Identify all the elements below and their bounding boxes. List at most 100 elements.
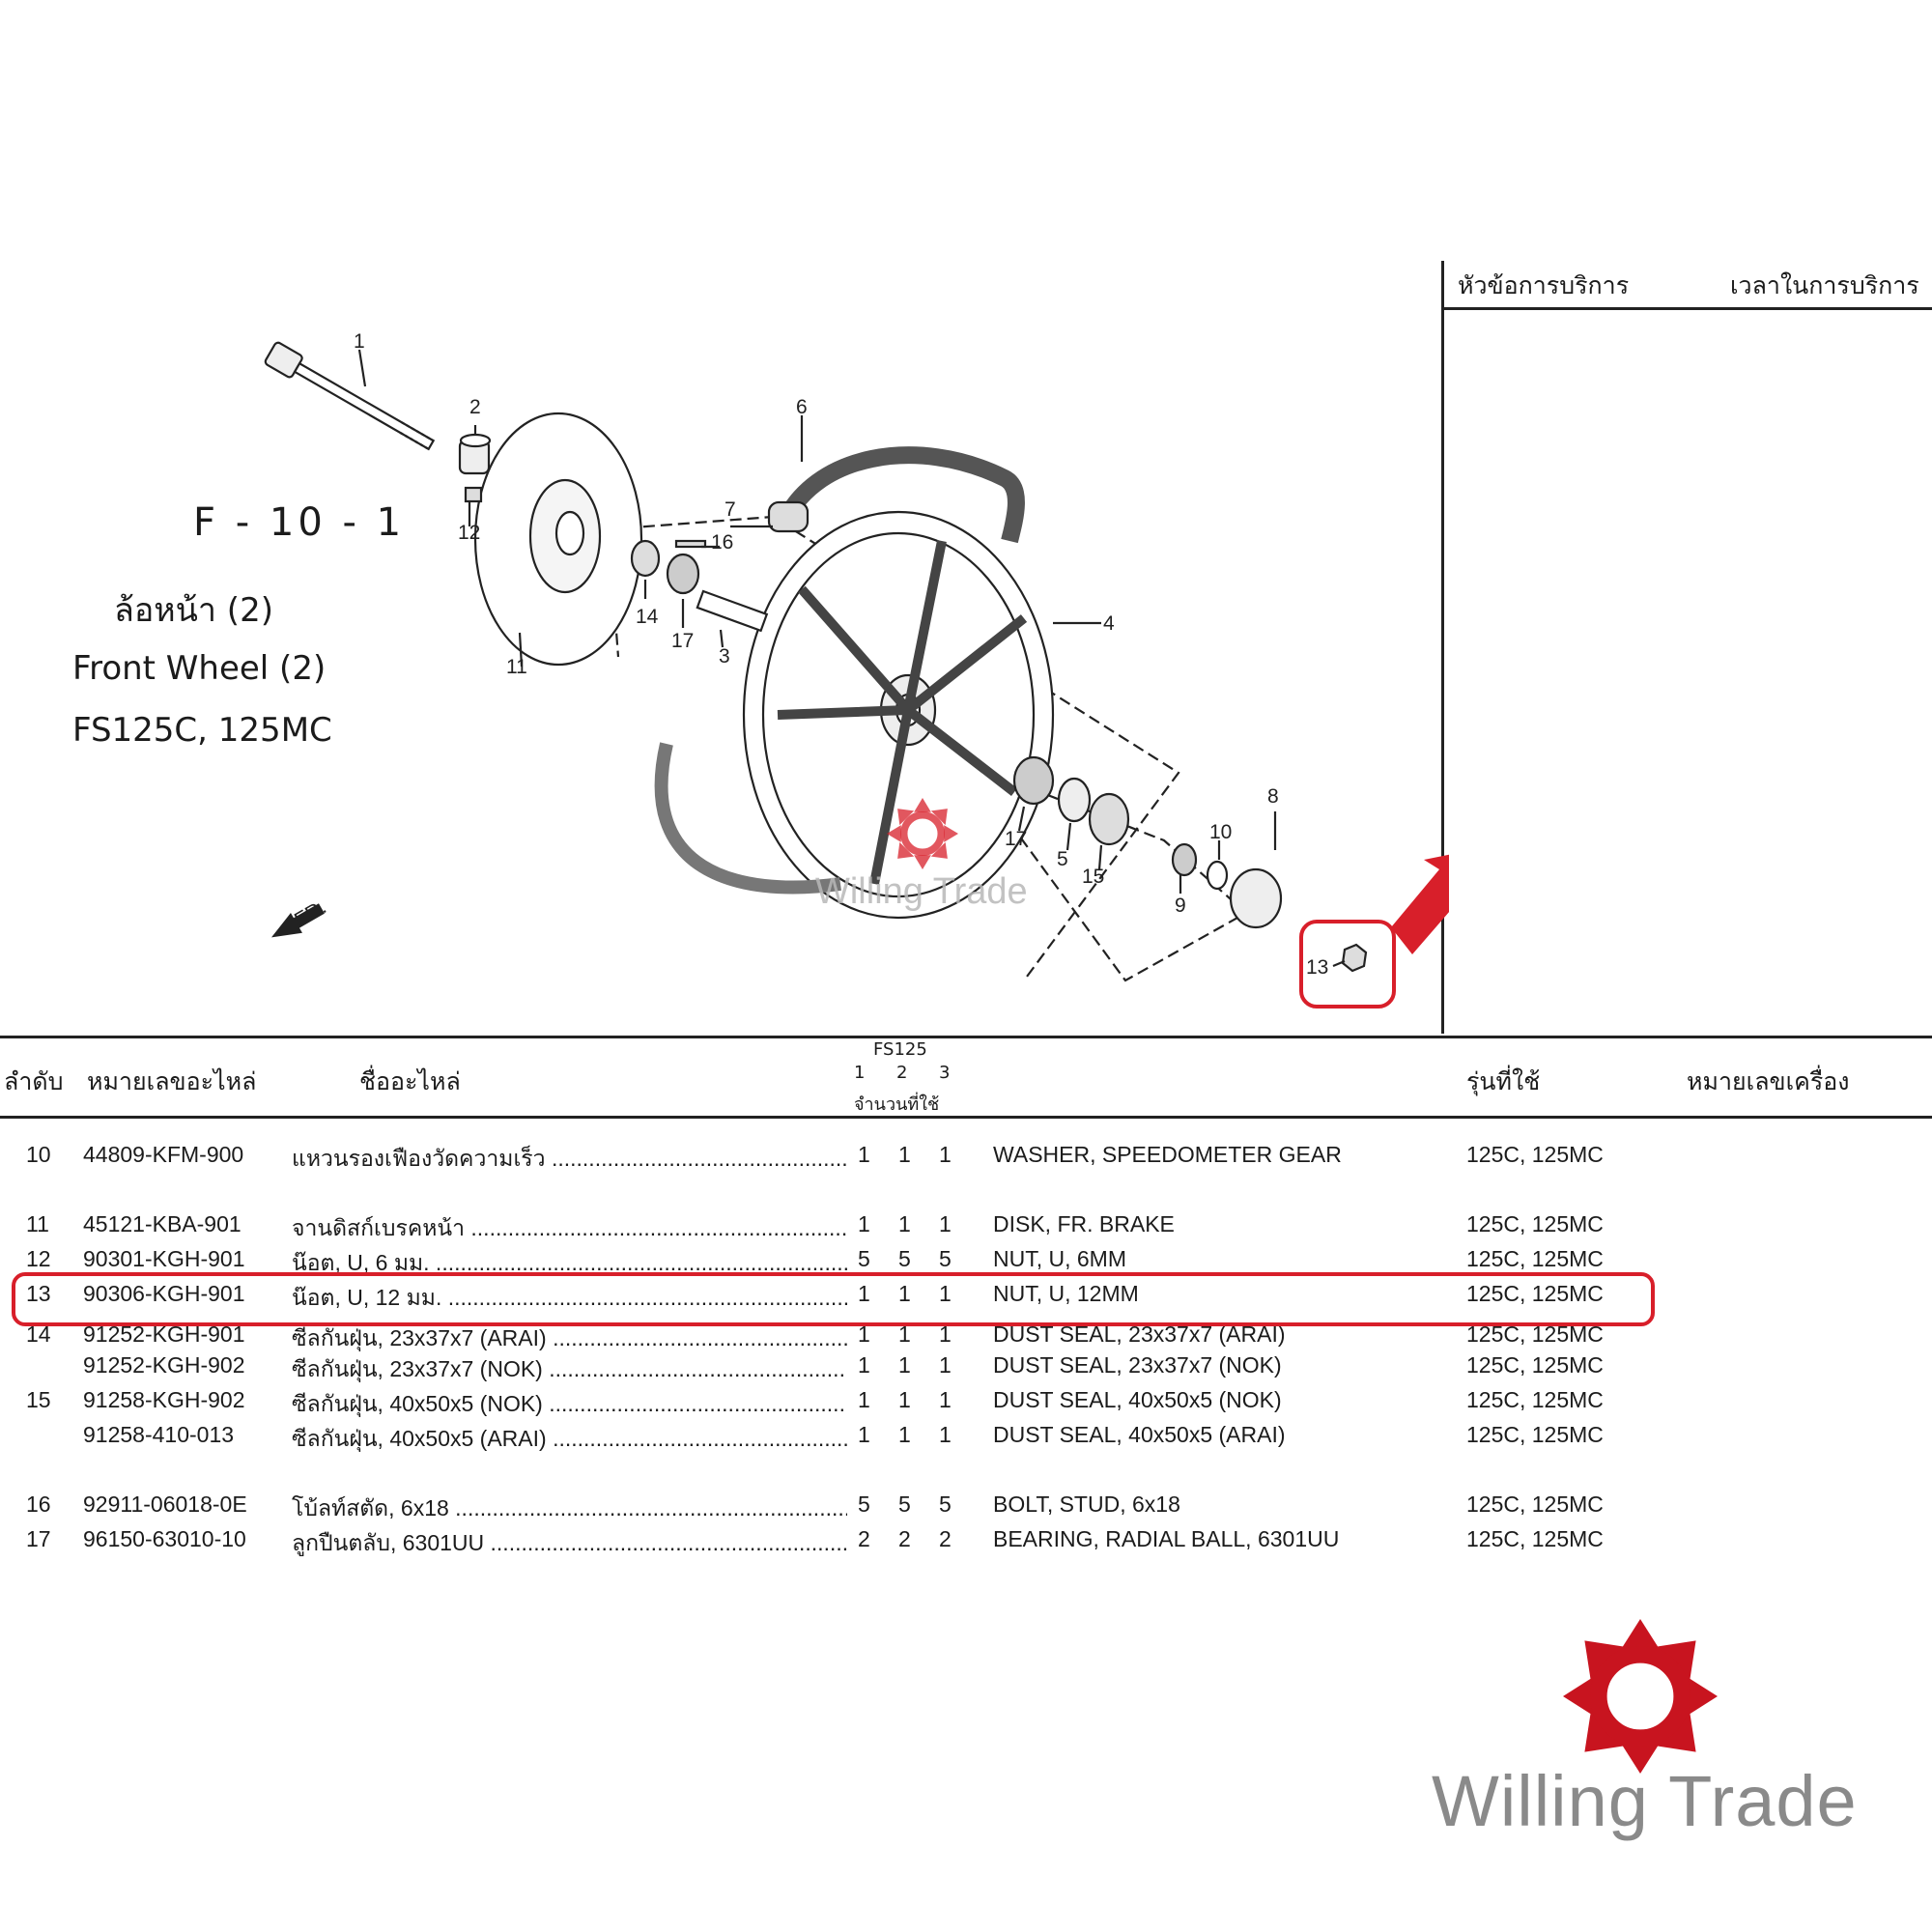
row-description: BEARING, RADIAL BALL, 6301UU — [993, 1526, 1340, 1551]
row-part-number: 45121-KBA-901 — [83, 1211, 242, 1236]
row-qty-3: 1 — [939, 1281, 952, 1306]
row-no: 13 — [26, 1281, 51, 1306]
row-qty-2: 1 — [898, 1142, 911, 1167]
row-no: 12 — [26, 1246, 51, 1271]
row-qty-3: 1 — [939, 1422, 952, 1447]
header-col-1: 1 — [854, 1063, 866, 1083]
row-description: BOLT, STUD, 6x18 — [993, 1492, 1180, 1517]
spacer-part — [696, 589, 769, 633]
header-engine-no: หมายเลขเครื่อง — [1687, 1067, 1850, 1095]
row-qty-3: 5 — [939, 1246, 952, 1271]
callout-15: 15 — [1082, 866, 1104, 888]
brand-logo-icon — [1563, 1619, 1718, 1774]
header-no: ลำดับ — [4, 1067, 64, 1095]
row-qty-2: 1 — [898, 1422, 911, 1447]
figure-title-thai: ล้อหน้า (2) — [114, 591, 273, 630]
tire-part — [774, 446, 1025, 544]
callout-14: 14 — [636, 606, 659, 628]
row-qty-2: 1 — [898, 1321, 911, 1347]
row-no: 15 — [26, 1387, 51, 1412]
callout-13: 13 — [1306, 956, 1328, 979]
table-row: 91252-KGH-902 ซีลกันฝุ่น, 23x37x7 (NOK) … — [0, 1349, 1932, 1381]
header-qty: จำนวนที่ใช้ — [854, 1094, 940, 1115]
retainer-part — [1057, 777, 1092, 823]
callout-11: 11 — [506, 656, 527, 678]
row-qty-1: 5 — [858, 1246, 870, 1271]
nut-6mm-part — [464, 486, 483, 503]
row-qty-2: 5 — [898, 1246, 911, 1271]
dust-seal-part — [630, 539, 661, 578]
table-row: 11 45121-KBA-901 จานดิสก์เบรคหน้า 1 1 1 … — [0, 1208, 1932, 1240]
row-part-number: 91258-KGH-902 — [83, 1387, 245, 1412]
row-qty-1: 1 — [858, 1352, 870, 1378]
header-col-2: 2 — [896, 1063, 908, 1083]
row-models: 125C, 125MC — [1466, 1492, 1604, 1517]
row-description: NUT, U, 6MM — [993, 1246, 1126, 1271]
callout-1: 1 — [354, 330, 365, 353]
table-row: 15 91258-KGH-902 ซีลกันฝุ่น, 40x50x5 (NO… — [0, 1383, 1932, 1416]
callout-7: 7 — [724, 498, 736, 521]
header-col-3: 3 — [939, 1063, 951, 1083]
table-row: 12 90301-KGH-901 น๊อต, U, 6 มม. 5 5 5 NU… — [0, 1242, 1932, 1275]
row-qty-3: 1 — [939, 1142, 952, 1167]
callout-4: 4 — [1103, 612, 1115, 635]
row-part-name: จานดิสก์เบรคหน้า — [292, 1211, 847, 1246]
callout-6: 6 — [796, 396, 808, 418]
table-top-rule — [0, 1036, 1932, 1038]
service-item-header: หัวข้อการบริการ — [1458, 271, 1630, 299]
row-description: DUST SEAL, 40x50x5 (ARAI) — [993, 1422, 1286, 1447]
table-row: 10 44809-KFM-900 แหวนรองเฟืองวัดความเร็ว… — [0, 1138, 1932, 1171]
row-part-name: ซีลกันฝุ่น, 40x50x5 (ARAI) — [292, 1422, 847, 1457]
stud-bolt-part — [674, 539, 707, 549]
callout-9: 9 — [1175, 895, 1186, 917]
row-qty-2: 1 — [898, 1211, 911, 1236]
row-part-number: 90306-KGH-901 — [83, 1281, 245, 1306]
row-models: 125C, 125MC — [1466, 1142, 1604, 1167]
row-description: WASHER, SPEEDOMETER GEAR — [993, 1142, 1342, 1167]
row-part-name: โบ้ลท์สตัด, 6x18 — [292, 1492, 847, 1526]
figure-title-english: Front Wheel (2) — [72, 649, 327, 688]
row-qty-3: 5 — [939, 1492, 952, 1517]
row-part-number: 92911-06018-0E — [83, 1492, 247, 1517]
row-description: DISK, FR. BRAKE — [993, 1211, 1175, 1236]
header-models: รุ่นที่ใช้ — [1466, 1067, 1541, 1095]
highlight-row-frame — [12, 1272, 1655, 1326]
row-description: NUT, U, 12MM — [993, 1281, 1139, 1306]
callout-8: 8 — [1267, 785, 1279, 808]
row-qty-2: 5 — [898, 1492, 911, 1517]
header-model-group: FS125 — [873, 1039, 927, 1060]
row-part-name: ลูกปืนตลับ, 6301UU — [292, 1526, 847, 1561]
row-models: 125C, 125MC — [1466, 1352, 1604, 1378]
row-part-number: 91252-KGH-902 — [83, 1352, 245, 1378]
row-no: 10 — [26, 1142, 51, 1167]
bearing-right-part — [1012, 755, 1055, 806]
row-part-number: 44809-KFM-900 — [83, 1142, 244, 1167]
exploded-parts-diagram: FR. 1 2 12 11 6 7 16 14 17 3 4 17 5 15 8… — [264, 330, 1449, 982]
row-part-name: น๊อต, U, 12 มม. — [292, 1281, 847, 1316]
service-header-divider — [1444, 307, 1932, 310]
row-part-name: ซีลกันฝุ่น, 23x37x7 (ARAI) — [292, 1321, 847, 1356]
row-models: 125C, 125MC — [1466, 1281, 1604, 1306]
service-panel: หัวข้อการบริการ เวลาในการบริการ — [1441, 261, 1932, 1034]
row-qty-3: 1 — [939, 1211, 952, 1236]
watermark-logo — [887, 798, 958, 869]
gear-box-part — [1229, 867, 1283, 929]
table-row-highlighted: 13 90306-KGH-901 น๊อต, U, 12 มม. 1 1 1 N… — [0, 1277, 1932, 1310]
row-qty-1: 1 — [858, 1142, 870, 1167]
figure-code: F - 10 - 1 — [193, 500, 406, 545]
callout-10: 10 — [1209, 821, 1232, 843]
row-part-name: ซีลกันฝุ่น, 23x37x7 (NOK) — [292, 1352, 847, 1387]
header-part-name: ชื่ออะไหล่ — [359, 1067, 461, 1095]
row-qty-1: 1 — [858, 1281, 870, 1306]
callout-5: 5 — [1057, 848, 1068, 870]
row-qty-1: 1 — [858, 1422, 870, 1447]
callout-2: 2 — [469, 396, 481, 418]
valve-part — [767, 500, 810, 533]
table-row: 16 92911-06018-0E โบ้ลท์สตัด, 6x18 5 5 5… — [0, 1488, 1932, 1520]
table-row: 17 96150-63010-10 ลูกปืนตลับ, 6301UU 2 2… — [0, 1522, 1932, 1555]
row-part-number: 90301-KGH-901 — [83, 1246, 245, 1271]
front-direction-arrow — [271, 903, 325, 938]
row-qty-2: 1 — [898, 1352, 911, 1378]
washer-part — [1206, 860, 1229, 891]
service-time-header: เวลาในการบริการ — [1730, 271, 1919, 299]
